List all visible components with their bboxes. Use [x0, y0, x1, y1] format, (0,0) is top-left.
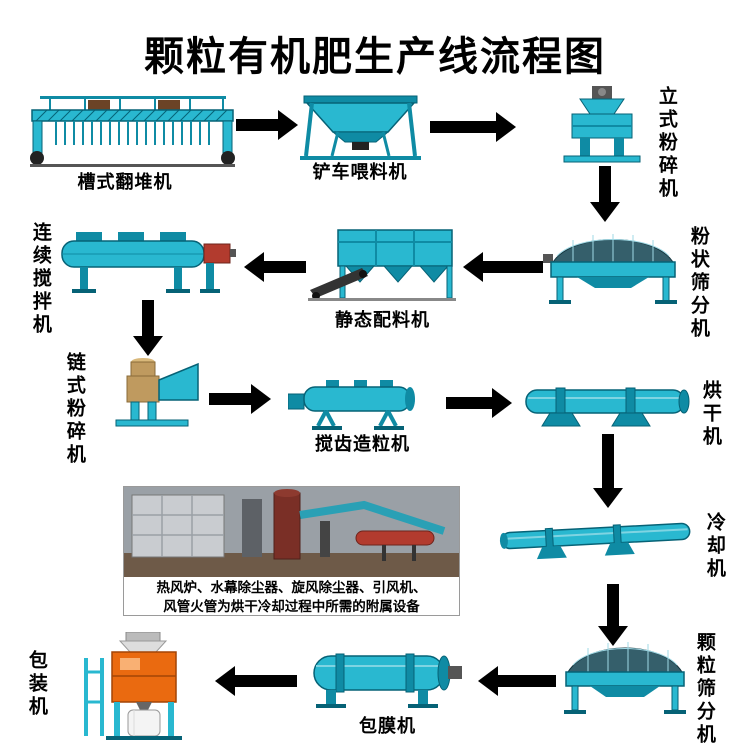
powder-screener-illustration [543, 234, 677, 304]
loader-feeder-illustration [300, 95, 421, 160]
machine-powder-screener [543, 226, 683, 310]
arrow-powder-screener-to-batcher [463, 250, 543, 288]
arrow-coating-to-packing [215, 664, 297, 702]
label-dryer: 烘干机 [699, 380, 722, 449]
aux-equipment-photo [124, 487, 459, 577]
label-packing: 包装机 [25, 650, 48, 719]
machine-dryer [522, 380, 692, 434]
machine-continuous-mixer [56, 222, 238, 300]
granule-screener-illustration [564, 642, 686, 714]
packing-machine-illustration [84, 631, 182, 740]
label-loader-feeder: 铲车喂料机 [312, 162, 408, 183]
label-continuous-mixer: 连续搅拌机 [29, 222, 52, 337]
arrow-mixer-to-chain-crusher [131, 300, 165, 360]
machine-chain-crusher [98, 356, 203, 434]
cooler-illustration [499, 522, 691, 560]
vertical-crusher-illustration [563, 86, 641, 163]
machine-cooler [493, 507, 701, 574]
machine-vertical-crusher [552, 84, 652, 168]
chain-crusher-illustration [115, 358, 199, 427]
label-granule-screener: 颗粒筛分机 [693, 632, 716, 747]
arrow-dryer-to-cooler [591, 434, 625, 512]
aux-caption-line1: 热风炉、水幕除尘器、旋风除尘器、引风机、 [156, 580, 427, 596]
static-batcher-illustration [308, 229, 456, 301]
aux-caption: 热风炉、水幕除尘器、旋风除尘器、引风机、 风管火管为烘干冷却过程中所需的附属设备 [124, 577, 459, 615]
label-static-batcher: 静态配料机 [335, 310, 430, 331]
label-tooth-granulator: 搅齿造粒机 [315, 434, 410, 455]
arrow-feeder-to-crusher [430, 110, 516, 148]
machine-packing [54, 631, 209, 744]
machine-coating [306, 650, 466, 714]
arrow-granule-screener-to-coating [478, 664, 556, 702]
diagram-title: 颗粒有机肥生产线流程图 [144, 34, 606, 80]
arrow-batcher-to-mixer [244, 250, 306, 288]
trough-turner-illustration [30, 96, 235, 167]
machine-trough-turner [30, 88, 235, 172]
label-chain-crusher: 链式粉碎机 [63, 352, 86, 467]
machine-loader-feeder [298, 94, 423, 166]
tooth-granulator-illustration [287, 380, 415, 430]
arrow-turner-to-feeder [236, 108, 298, 146]
continuous-mixer-illustration [61, 232, 236, 293]
label-cooler: 冷却机 [703, 512, 726, 581]
label-coating: 包膜机 [359, 716, 416, 737]
label-vertical-crusher: 立式粉碎机 [655, 86, 678, 201]
arrow-cooler-to-granule-screener [596, 584, 630, 650]
machine-granule-screener [560, 634, 690, 718]
machine-tooth-granulator [287, 376, 433, 434]
coating-machine-illustration [313, 653, 462, 708]
arrow-crusher-to-powder-screener [588, 166, 622, 226]
label-powder-screener: 粉状筛分机 [687, 226, 710, 341]
aux-caption-line2: 风管火管为烘干冷却过程中所需的附属设备 [163, 598, 420, 615]
arrow-granulator-to-dryer [446, 386, 512, 424]
dryer-illustration [525, 387, 690, 427]
aux-equipment-box: 热风炉、水幕除尘器、旋风除尘器、引风机、 风管火管为烘干冷却过程中所需的附属设备 [123, 486, 460, 616]
arrow-chain-crusher-to-granulator [209, 382, 271, 420]
label-trough-turner: 槽式翻堆机 [77, 172, 173, 193]
machine-static-batcher [308, 226, 456, 306]
